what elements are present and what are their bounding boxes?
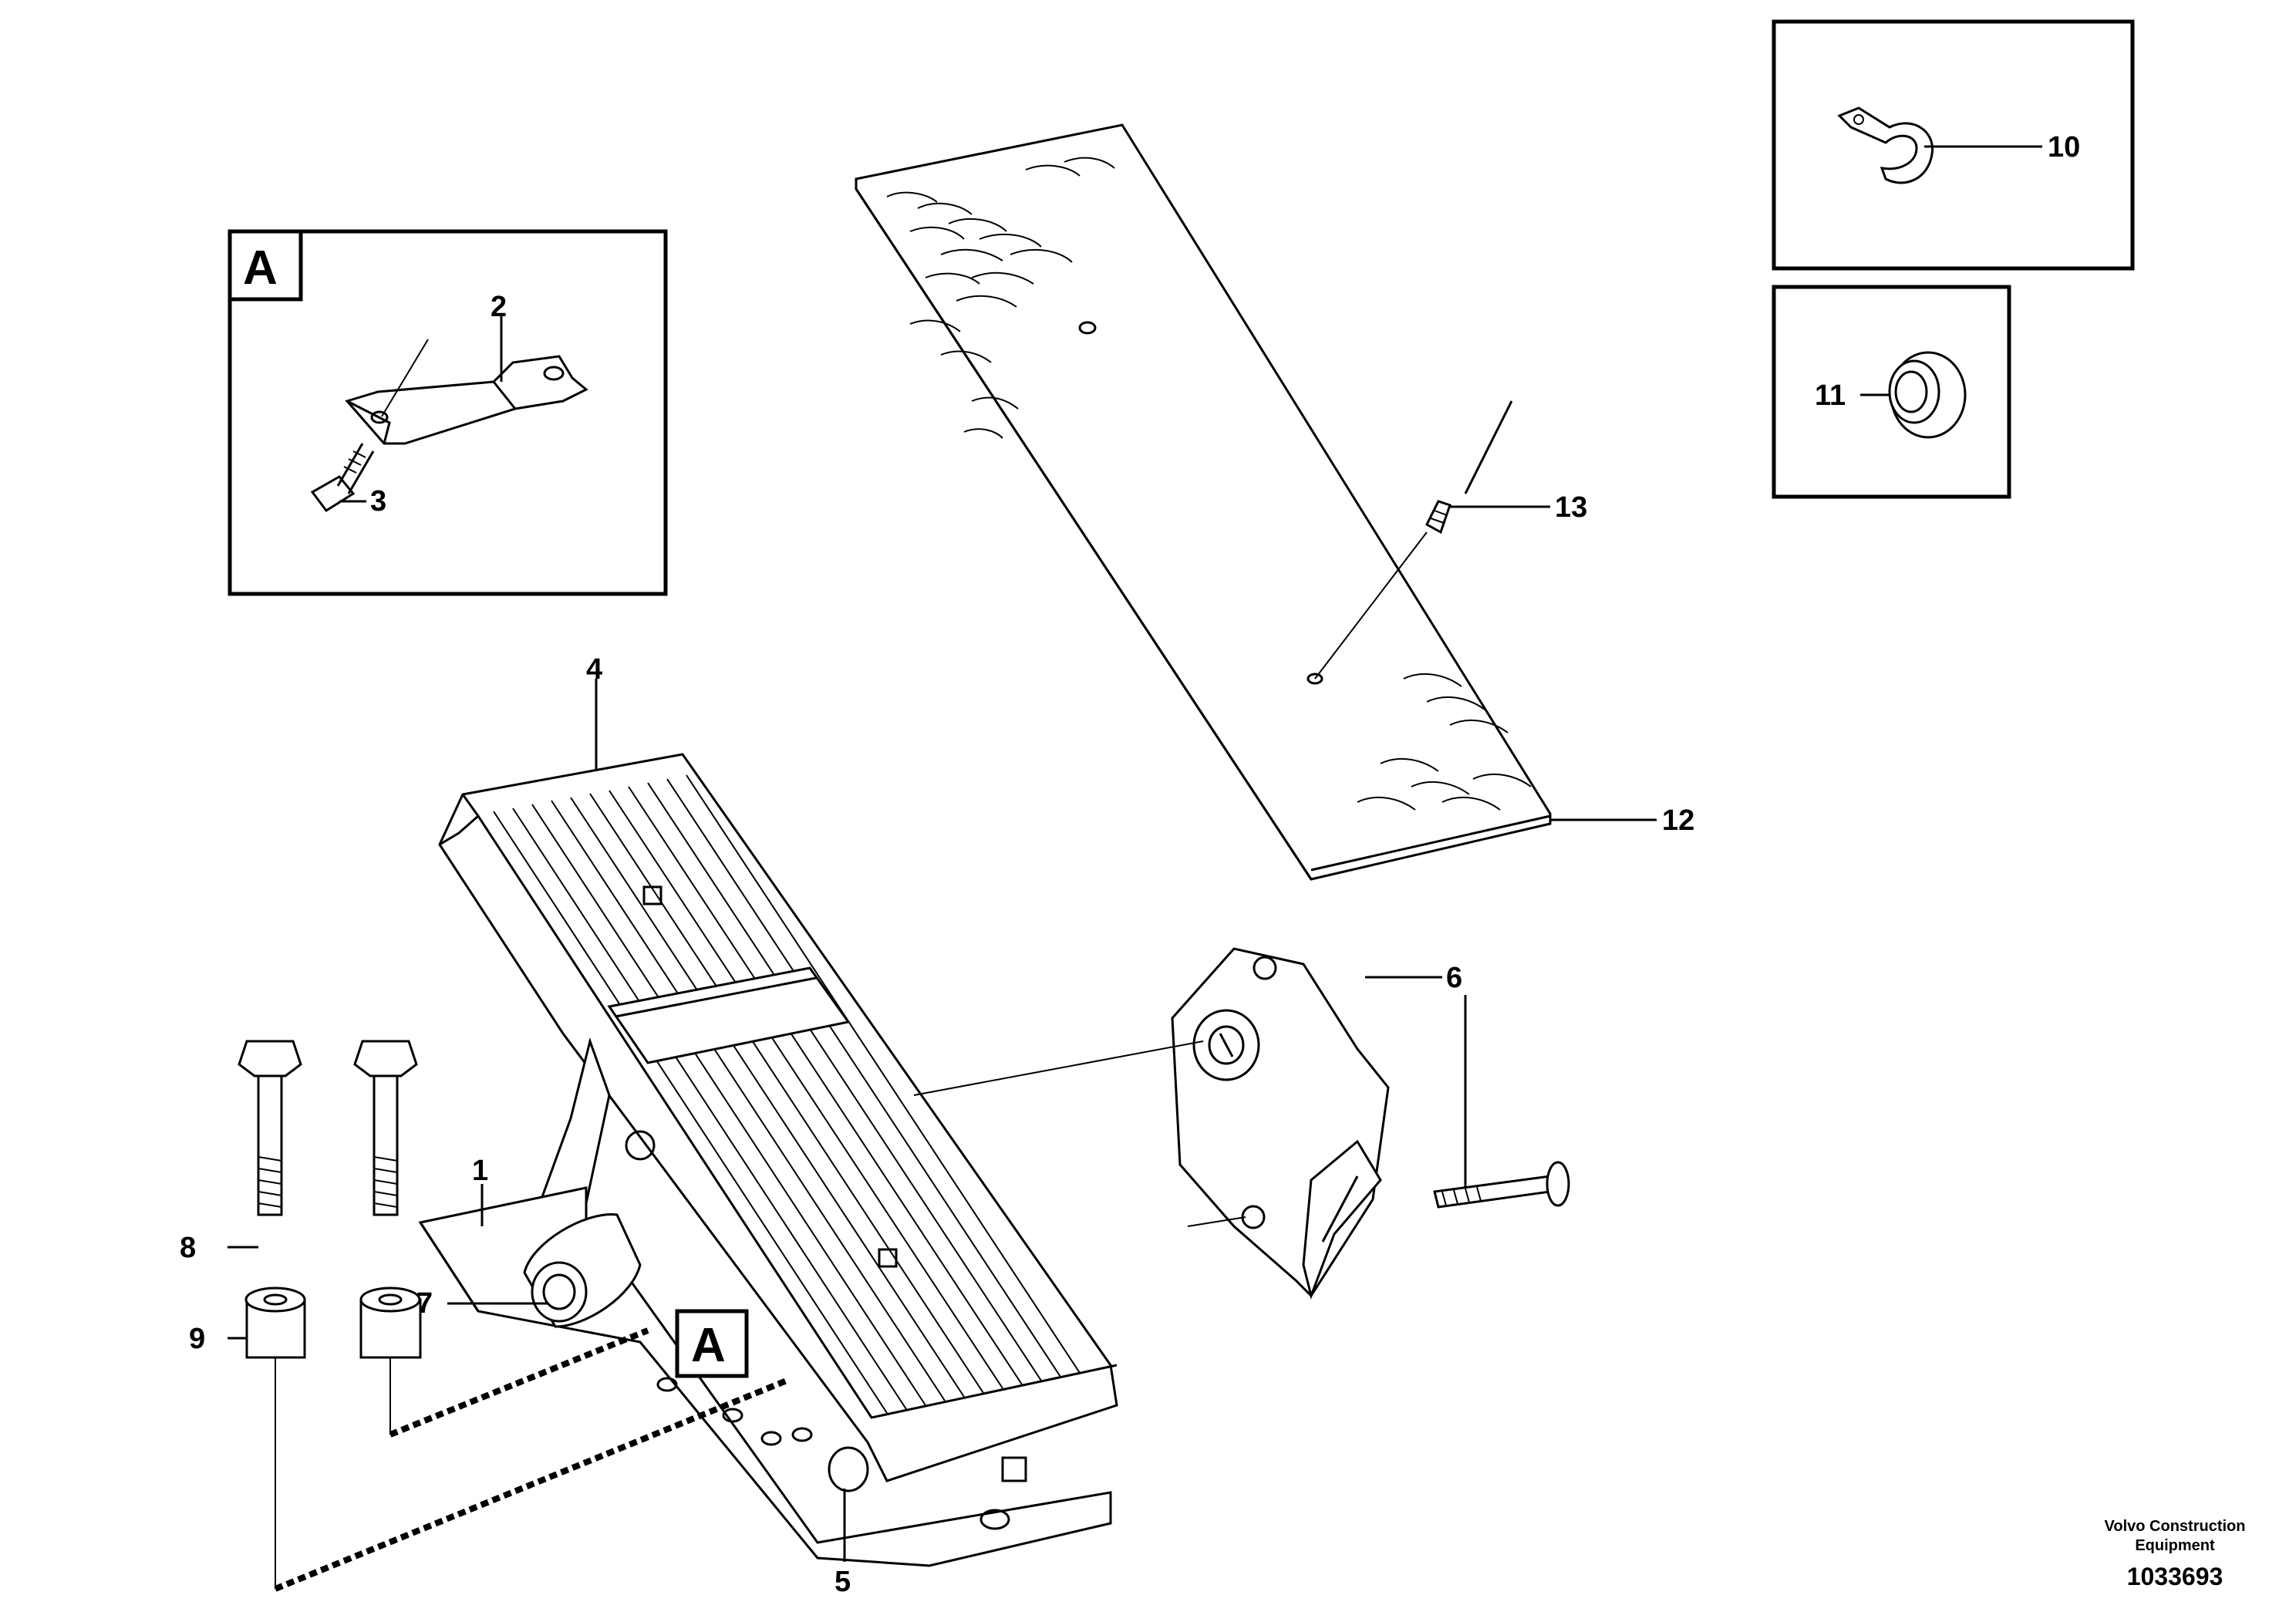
callout-10: 10 (2048, 131, 2080, 164)
clamp-part-10 (1837, 106, 1934, 184)
bracket-part-2 (345, 339, 588, 445)
callout-5: 5 (834, 1566, 851, 1598)
clamp-inset: 10 (1772, 19, 2135, 271)
base-plate-part-1 (418, 1186, 1112, 1567)
callout-4: 4 (586, 653, 602, 686)
screw-part-3 (310, 443, 375, 513)
detail-a-inset: A 2 3 (228, 229, 668, 596)
bolt-part-8-left (238, 1040, 302, 1216)
pedal-pad-part-12 (855, 123, 1552, 881)
drawing-reference-number: 1033693 (2127, 1563, 2224, 1590)
callout-11: 11 (1815, 379, 1846, 412)
callout-6: 6 (1446, 962, 1462, 994)
detail-a-marker-letter: A (691, 1319, 726, 1372)
callout-2: 2 (491, 291, 507, 323)
grommet-inset: 11 (1772, 285, 2011, 499)
callout-9: 9 (189, 1323, 205, 1355)
position-sensor-part-6 (1171, 947, 1390, 1300)
brand-line-1: Volvo Construction (2105, 1518, 2246, 1535)
spacer-part-9-right (359, 1286, 422, 1359)
callout-13: 13 (1555, 491, 1587, 524)
brand-line-2: Equipment (2135, 1537, 2215, 1554)
bolt-part-8-right (353, 1040, 418, 1216)
detail-a-inset-letter: A (243, 241, 278, 295)
grommet-part-11 (1888, 351, 1967, 439)
detail-a-marker: A (675, 1309, 749, 1378)
spacer-part-9-left (244, 1286, 306, 1359)
callout-12: 12 (1662, 804, 1694, 837)
rivet-part-13 (1314, 400, 1513, 679)
callout-1: 1 (472, 1155, 488, 1187)
sensor-screw (1433, 1161, 1570, 1209)
callout-3: 3 (370, 485, 386, 518)
accelerator-pedal-part-4 (438, 753, 1118, 1482)
callout-8: 8 (180, 1232, 196, 1264)
